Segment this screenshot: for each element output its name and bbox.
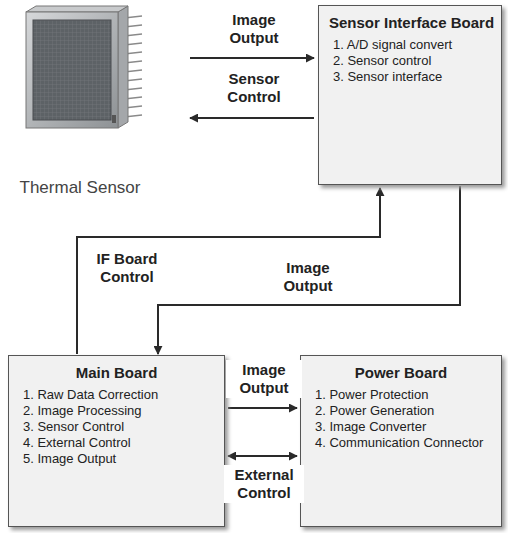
function-item: 1. Raw Data Correction (19, 387, 214, 403)
edge-label: External Control (224, 465, 304, 503)
board-title: Power Board (311, 364, 491, 381)
thermal-sensor: Thermal Sensor (5, 4, 155, 198)
signal-arrow (77, 188, 380, 354)
signal-arrow (228, 407, 297, 409)
function-item: 5. Image Output (19, 451, 214, 467)
function-item: 2. Image Processing (19, 403, 214, 419)
function-item: 4. External Control (19, 435, 214, 451)
function-item: 3. Image Converter (311, 419, 491, 435)
function-item: 1. Power Protection (311, 387, 491, 403)
signal-arrow (190, 57, 314, 59)
edge-label: Image Output (268, 258, 348, 296)
power-board-box: Power Board 1. Power Protection2. Power G… (300, 355, 502, 527)
sensor-body (26, 12, 118, 128)
signal-arrow (228, 455, 297, 457)
sensor-mark (112, 115, 116, 123)
signal-arrow (158, 186, 460, 354)
edge-label: IF Board Control (84, 249, 170, 287)
function-item: 2. Sensor control (329, 53, 491, 69)
edge-label: Image Output (226, 360, 302, 398)
function-item: 1. A/D signal convert (329, 37, 491, 53)
sensor-top (26, 6, 128, 12)
main-board-box: Main Board 1. Raw Data Correction2. Image… (8, 355, 225, 527)
sensor-side (118, 6, 128, 128)
sensor-array (33, 20, 111, 120)
function-item: 4. Communication Connector (311, 435, 491, 451)
interface-board-box: Sensor Interface Board 1. A/D signal conv… (318, 5, 502, 185)
function-item: 2. Power Generation (311, 403, 491, 419)
function-item: 3. Sensor interface (329, 69, 491, 85)
edge-label: Image Output (214, 10, 294, 48)
board-title: Main Board (19, 364, 214, 381)
function-item: 3. Sensor Control (19, 419, 214, 435)
sensor-label: Thermal Sensor (5, 178, 155, 198)
edge-label: Sensor Control (214, 69, 294, 107)
signal-arrow (190, 117, 314, 119)
board-title: Sensor Interface Board (329, 14, 491, 31)
